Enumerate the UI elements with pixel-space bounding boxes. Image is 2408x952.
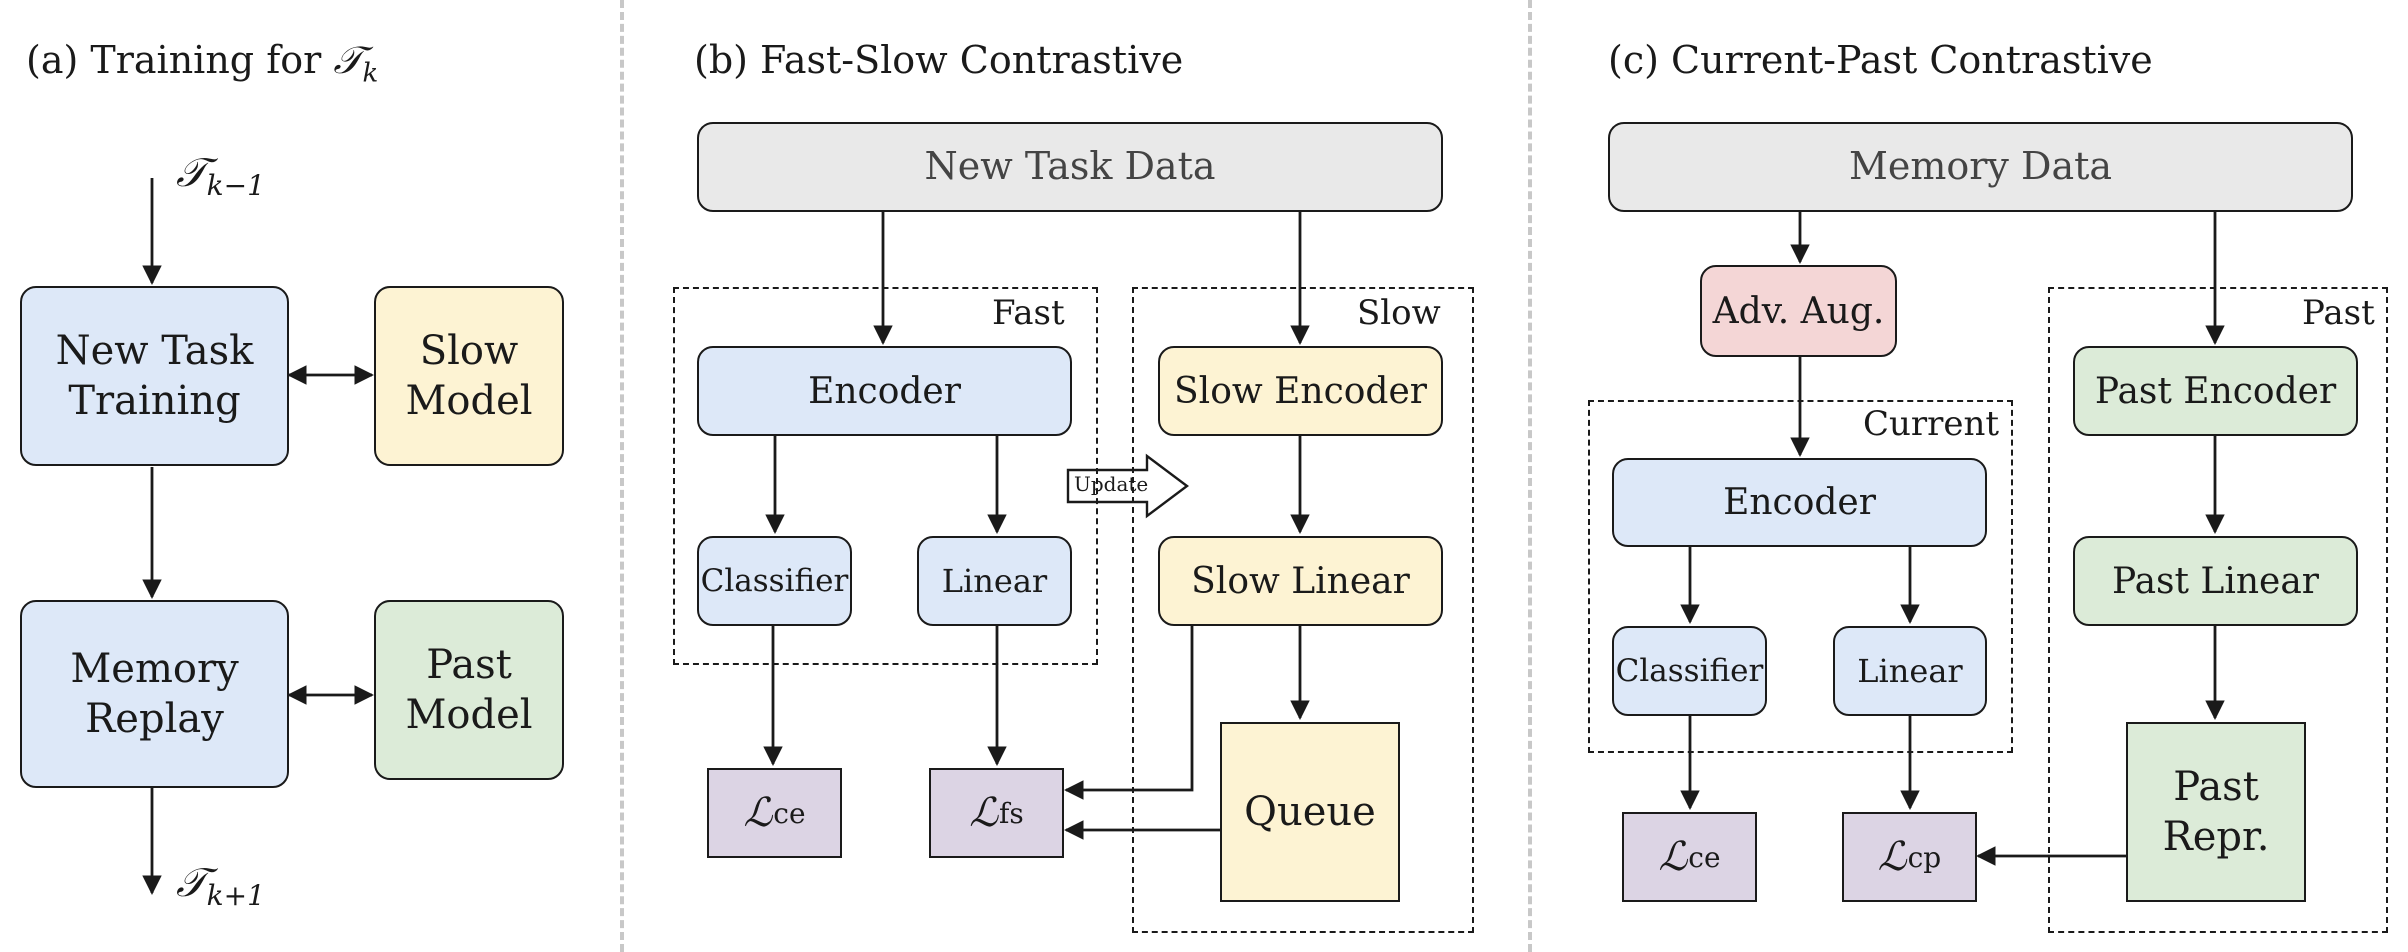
classifier-box: Classifier: [697, 536, 852, 626]
slow-linear-box: Slow Linear: [1158, 536, 1443, 626]
past-model-box: Past Model: [374, 600, 564, 780]
panel-c-title: (c) Current-Past Contrastive: [1608, 38, 2153, 82]
linear-box: Linear: [917, 536, 1072, 626]
update-label: Update: [1074, 472, 1149, 496]
past-region: [2048, 287, 2388, 933]
slow-encoder-box: Slow Encoder: [1158, 346, 1443, 436]
slow-model-box: Slow Model: [374, 286, 564, 466]
panel-b-title: (b) Fast-Slow Contrastive: [694, 38, 1184, 82]
past-encoder-box: Past Encoder: [2073, 346, 2358, 436]
past-tag: Past: [2302, 293, 2375, 333]
past-repr-box: Past Repr.: [2126, 722, 2306, 902]
linear-box-c: Linear: [1833, 626, 1987, 716]
encoder-box: Encoder: [697, 346, 1072, 436]
adv-aug-box: Adv. Aug.: [1700, 265, 1897, 357]
new-task-data-box: New Task Data: [697, 122, 1443, 212]
panel-separator-1: [620, 0, 624, 952]
fast-tag: Fast: [992, 293, 1065, 333]
memory-replay-box: Memory Replay: [20, 600, 289, 788]
slow-tag: Slow: [1357, 293, 1441, 333]
task-next-label: 𝒯k+1: [176, 860, 265, 912]
encoder-box-c: Encoder: [1612, 458, 1987, 547]
panel-a-title: (a) Training for 𝒯k: [26, 38, 379, 89]
arrow-slow-linear-to-loss-fs: [1064, 626, 1194, 800]
classifier-box-c: Classifier: [1612, 626, 1767, 716]
slow-region: [1132, 287, 1474, 933]
past-linear-box: Past Linear: [2073, 536, 2358, 626]
memory-data-box: Memory Data: [1608, 122, 2353, 212]
current-tag: Current: [1863, 404, 2000, 444]
new-task-training-box: New Task Training: [20, 286, 289, 466]
task-prev-label: 𝒯k−1: [176, 150, 265, 202]
current-region: [1588, 400, 2013, 753]
fast-region: [673, 287, 1098, 665]
panel-separator-2: [1528, 0, 1532, 952]
queue-box: Queue: [1220, 722, 1400, 902]
